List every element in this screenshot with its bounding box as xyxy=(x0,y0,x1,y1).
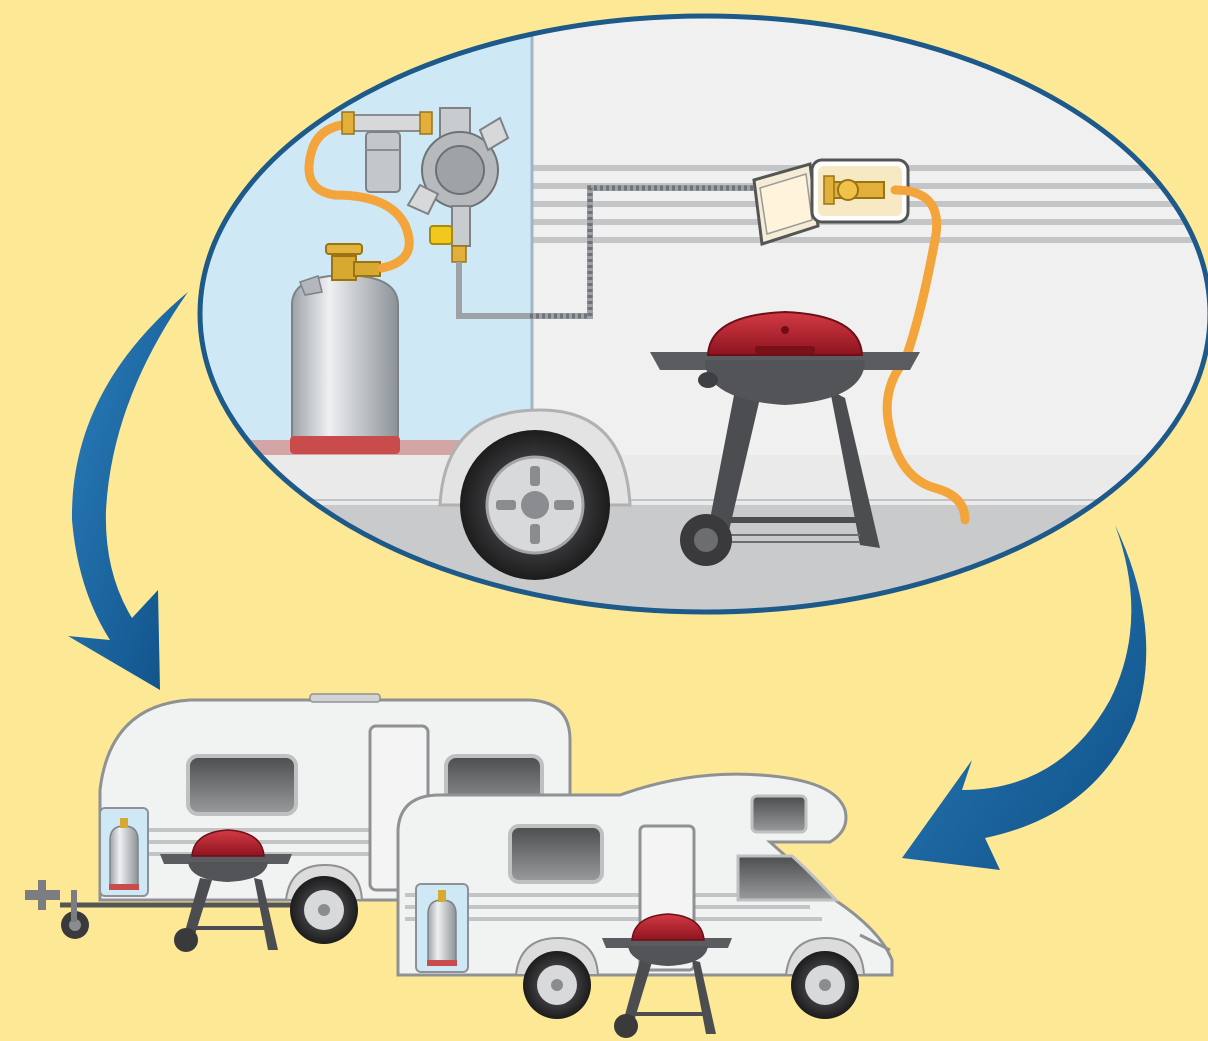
curved-arrow-icon-left xyxy=(68,292,188,690)
motorhome-icon xyxy=(398,774,892,1038)
zoom-lens xyxy=(190,10,1208,625)
